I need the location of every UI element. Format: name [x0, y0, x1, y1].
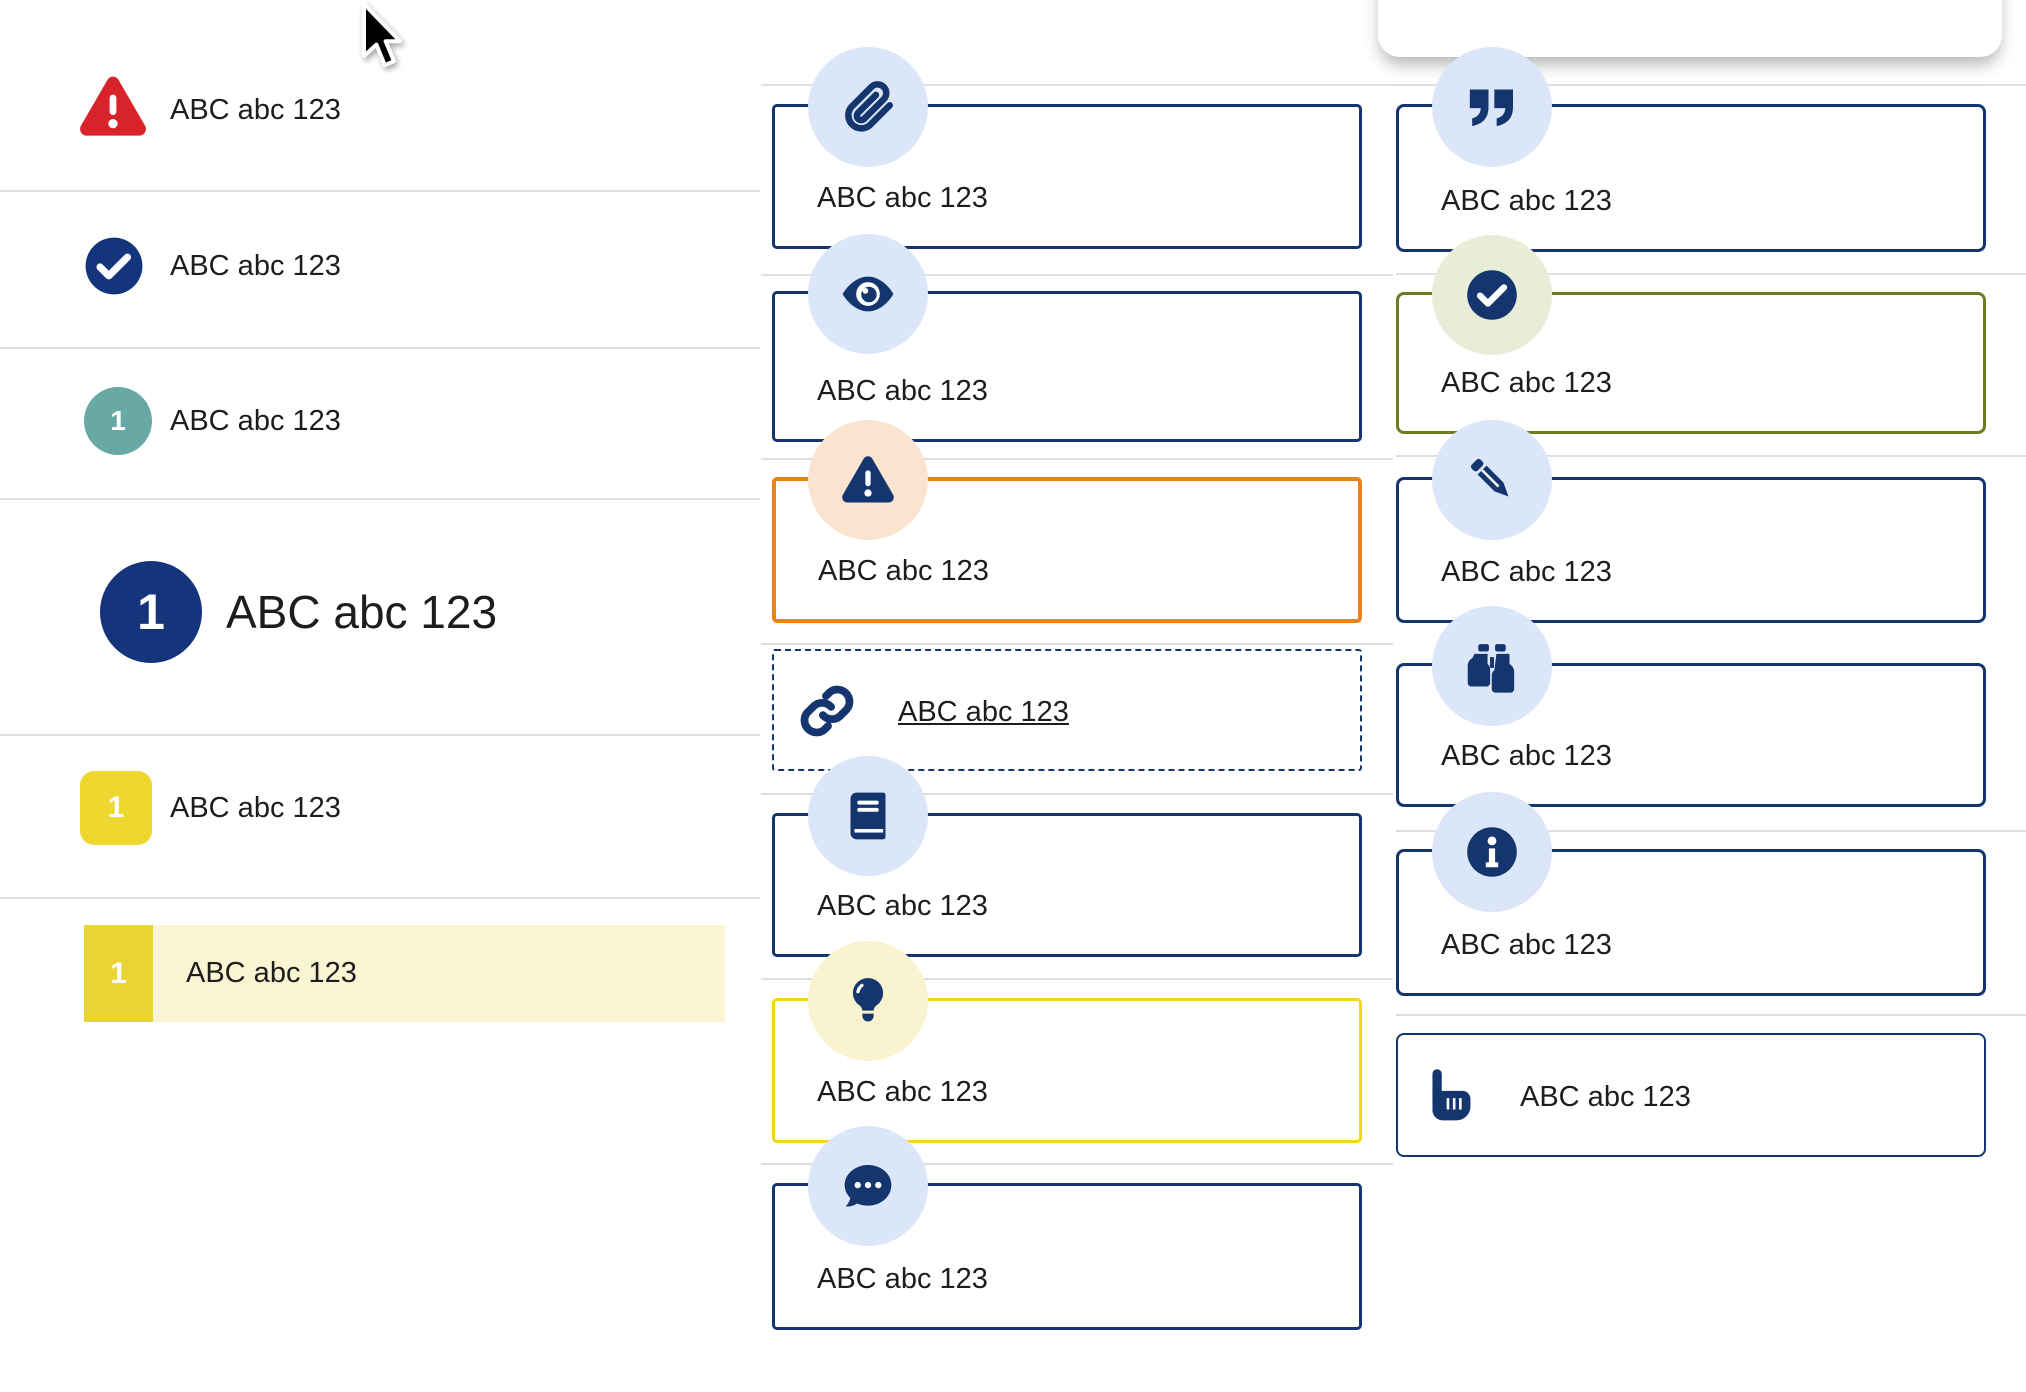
lightbulb-icon — [808, 941, 928, 1061]
list-item-label: ABC abc 123 — [170, 792, 341, 824]
link-icon — [800, 685, 854, 737]
divider — [761, 793, 1393, 795]
divider — [1396, 830, 2026, 832]
callout-label: ABC abc 123 — [817, 1076, 988, 1108]
divider — [761, 978, 1393, 980]
callout-label: ABC abc 123 — [1441, 929, 1612, 961]
callout-label: ABC abc 123 — [817, 182, 988, 214]
info-circle-icon — [1432, 792, 1552, 912]
paperclip-icon — [808, 47, 928, 167]
callout-label: ABC abc 123 — [1441, 556, 1612, 588]
callout-label: ABC abc 123 — [1441, 367, 1612, 399]
yellow-number-badge-selected: 1 — [84, 925, 153, 1022]
check-circle-icon — [85, 237, 143, 295]
divider — [1396, 455, 2026, 457]
list-item-label: ABC abc 123 — [226, 586, 498, 638]
callout-link: ABC abc 123 — [772, 649, 1362, 771]
divider — [761, 84, 2026, 86]
callout-label: ABC abc 123 — [817, 375, 988, 407]
large-navy-number-badge: 1 — [100, 561, 202, 663]
list-item-label: ABC abc 123 — [170, 405, 341, 437]
teal-number-badge: 1 — [84, 387, 152, 455]
callout-label: ABC abc 123 — [1520, 1081, 1691, 1113]
warning-triangle-icon — [80, 76, 146, 136]
callout-label: ABC abc 123 — [817, 890, 988, 922]
yellow-number-badge: 1 — [80, 771, 152, 845]
divider — [1396, 273, 2026, 275]
quote-icon — [1432, 47, 1552, 167]
binoculars-icon — [1432, 606, 1552, 726]
mouse-cursor — [362, 2, 402, 68]
pencil-icon — [1432, 420, 1552, 540]
hand-point-up-icon — [1432, 1069, 1471, 1121]
callout-label: ABC abc 123 — [1441, 740, 1612, 772]
divider — [0, 897, 760, 899]
divider — [761, 1163, 1393, 1165]
partial-card — [1378, 0, 2002, 57]
warning-triangle-icon — [808, 420, 928, 540]
list-item-label: ABC abc 123 — [170, 94, 341, 126]
divider — [761, 274, 1393, 276]
list-item-label: ABC abc 123 — [170, 250, 341, 282]
selected-row-background — [84, 925, 725, 1022]
divider — [761, 643, 1393, 645]
divider — [0, 190, 760, 192]
callout-label: ABC abc 123 — [818, 555, 989, 587]
divider — [0, 734, 760, 736]
comment-dots-icon — [808, 1126, 928, 1246]
callout-action: ABC abc 123 — [1396, 1033, 1986, 1157]
divider — [1396, 1014, 2026, 1016]
callout-label: ABC abc 123 — [817, 1263, 988, 1295]
divider — [0, 498, 760, 500]
callout-success: ABC abc 123 — [1396, 292, 1986, 434]
callout-link-text[interactable]: ABC abc 123 — [898, 696, 1069, 728]
check-circle-icon — [1432, 235, 1552, 355]
eye-icon — [808, 234, 928, 354]
divider — [761, 458, 1393, 460]
book-icon — [808, 756, 928, 876]
callout-label: ABC abc 123 — [1441, 185, 1612, 217]
list-item-label: ABC abc 123 — [186, 957, 357, 989]
divider — [0, 347, 760, 349]
